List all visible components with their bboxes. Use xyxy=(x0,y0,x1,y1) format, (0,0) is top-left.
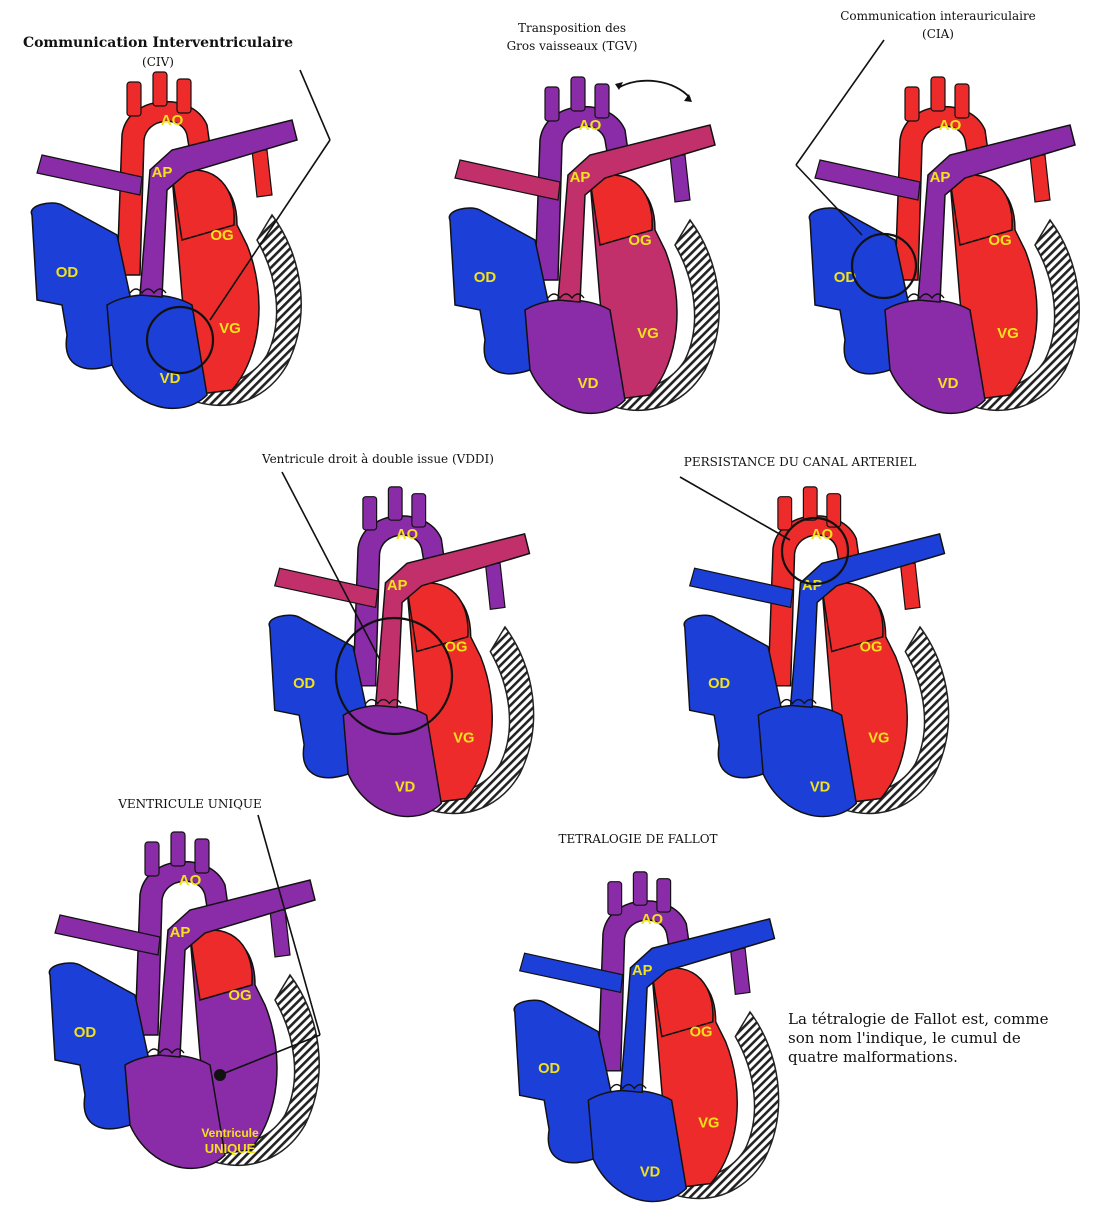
title-vu: VENTRICULE UNIQUE xyxy=(117,797,262,811)
label-od: OD xyxy=(538,1061,560,1077)
right-ventricle xyxy=(885,300,985,414)
label-vg: VG xyxy=(868,731,889,747)
label-od: OD xyxy=(293,676,315,692)
label-vd: VD xyxy=(938,375,959,392)
title-tgv: Gros vaisseaux (TGV) xyxy=(507,39,638,53)
label-og: OG xyxy=(628,232,651,249)
aortic-branch xyxy=(363,497,377,530)
label-od: OD xyxy=(74,1024,97,1041)
label-ap: AP xyxy=(170,924,191,941)
label-ap: AP xyxy=(152,164,173,181)
title-cia: (CIA) xyxy=(922,27,954,41)
label-ao: AO xyxy=(396,527,418,543)
pointer-line xyxy=(796,40,884,165)
label-vd: VD xyxy=(395,780,415,796)
right-ventricle xyxy=(588,1090,686,1201)
aortic-branch xyxy=(388,487,402,520)
label-vu_line1: Ventricule xyxy=(201,1126,259,1140)
label-vd: VD xyxy=(810,780,830,796)
aortic-branch xyxy=(153,72,167,106)
fallot-note: La tétralogie de Fallot est, comme son n… xyxy=(788,1010,1108,1067)
aortic-branch xyxy=(905,87,919,121)
swap-arrow xyxy=(618,81,690,98)
pointer-line xyxy=(680,477,790,540)
label-ap: AP xyxy=(570,169,591,186)
aortic-branch xyxy=(171,832,185,866)
label-od: OD xyxy=(56,264,79,281)
label-vg: VG xyxy=(997,325,1019,342)
label-ap: AP xyxy=(802,578,823,594)
descending-aorta xyxy=(670,155,690,202)
label-ao: AO xyxy=(939,117,962,134)
descending-aorta xyxy=(252,150,272,197)
note-line: La tétralogie de Fallot est, comme xyxy=(788,1010,1108,1029)
descending-aorta xyxy=(1030,155,1050,202)
aortic-branch xyxy=(177,79,191,113)
label-ap: AP xyxy=(632,963,653,979)
aortic-branch xyxy=(127,82,141,116)
right-ventricle xyxy=(758,705,856,816)
descending-aorta xyxy=(900,563,920,609)
label-og: OG xyxy=(228,987,251,1004)
label-ao: AO xyxy=(641,912,663,928)
title-cia: Communication interauriculaire xyxy=(840,9,1036,23)
aortic-branch xyxy=(778,497,792,530)
label-ao: AO xyxy=(161,112,184,129)
label-vg: VG xyxy=(219,320,241,337)
pointer-dot xyxy=(214,1069,226,1081)
label-vd: VD xyxy=(640,1165,660,1181)
descending-aorta xyxy=(730,948,750,994)
label-od: OD xyxy=(474,269,497,286)
title-vddi: Ventricule droit à double issue (VDDI) xyxy=(261,452,494,466)
aortic-branch xyxy=(803,487,817,520)
aortic-branch xyxy=(571,77,585,111)
label-ap: AP xyxy=(930,169,951,186)
label-ao: AO xyxy=(179,872,202,889)
title-pca: PERSISTANCE DU CANAL ARTERIEL xyxy=(684,455,916,469)
aortic-branch xyxy=(145,842,159,876)
right-ventricle xyxy=(525,300,625,414)
title-tgv: Transposition des xyxy=(518,21,626,35)
label-og: OG xyxy=(690,1025,713,1041)
label-vg: VG xyxy=(637,325,659,342)
title-civ: (CIV) xyxy=(142,55,174,69)
heart-pca: AO AP OG OD VG VD xyxy=(684,487,948,817)
label-vg: VG xyxy=(453,731,474,747)
heart-fallot: AO AP OG OD VG VD xyxy=(514,872,778,1202)
label-od: OD xyxy=(708,676,730,692)
aortic-branch xyxy=(195,839,209,873)
label-vd: VD xyxy=(578,375,599,392)
note-line: son nom l'indique, le cumul de xyxy=(788,1029,1108,1048)
aortic-branch xyxy=(545,87,559,121)
label-og: OG xyxy=(210,227,233,244)
label-og: OG xyxy=(988,232,1011,249)
aortic-branch xyxy=(931,77,945,111)
descending-aorta xyxy=(485,563,505,609)
aortic-branch xyxy=(412,494,426,527)
label-vu_line2: UNIQUE xyxy=(205,1141,256,1156)
pointer-line xyxy=(300,70,330,140)
label-ap: AP xyxy=(387,578,408,594)
aortic-branch xyxy=(633,872,647,905)
right-ventricle xyxy=(107,295,207,409)
aortic-branch xyxy=(657,879,671,912)
label-ao: AO xyxy=(579,117,602,134)
title-fallot: TETRALOGIE DE FALLOT xyxy=(558,832,717,846)
heart-tgv: AO AP OG OD VG VD xyxy=(449,77,719,413)
label-ao: AO xyxy=(811,527,833,543)
aortic-branch xyxy=(955,84,969,118)
aortic-branch xyxy=(595,84,609,118)
label-og: OG xyxy=(860,640,883,656)
note-line: quatre malformations. xyxy=(788,1048,1108,1067)
label-vg: VG xyxy=(698,1116,719,1132)
aortic-branch xyxy=(608,882,622,915)
title-civ: Communication Interventriculaire xyxy=(23,35,293,51)
